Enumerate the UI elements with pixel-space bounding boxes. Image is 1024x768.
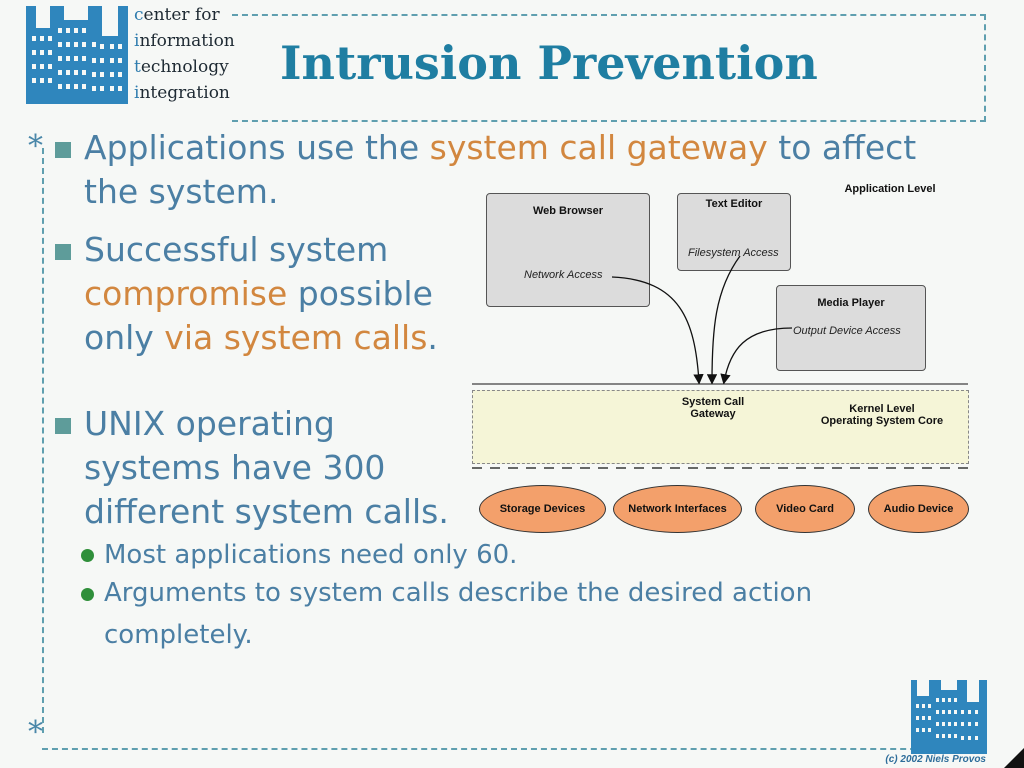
star-icon: * [28, 129, 43, 164]
network-access-arrow [611, 276, 704, 385]
kernel-line: Kernel Level [849, 403, 915, 415]
square-bullet-icon [55, 142, 71, 158]
bullet-text: only [84, 318, 165, 357]
logo-text: center for information technology integr… [134, 2, 235, 106]
bullet-text: . [427, 318, 438, 357]
star-icon: * [28, 715, 43, 750]
left-frame-line [42, 148, 44, 733]
bullet-text: possible [287, 274, 433, 313]
application-level-label: Application Level [844, 183, 936, 195]
bullet-text: UNIX operating [84, 404, 335, 443]
video-card-oval: Video Card [755, 485, 855, 533]
subbullet-2: Arguments to system calls describe the d… [104, 572, 964, 656]
logo-line: center for [134, 5, 220, 25]
bullet-highlight: via system calls [164, 318, 428, 357]
web-browser-box: Web Browser Network Access [486, 193, 650, 307]
bullet-highlight: system call gateway [429, 128, 768, 167]
bullet-text: to affect [767, 128, 917, 167]
subbullet-text: Arguments to system calls describe the d… [104, 578, 813, 608]
logo-line: technology [134, 57, 229, 77]
page-corner-icon [1004, 748, 1024, 768]
kernel-level-label: Kernel Level Operating System Core [812, 403, 952, 427]
kernel-band [472, 390, 969, 464]
logo-line: information [134, 31, 235, 51]
header-frame [232, 14, 986, 122]
filesystem-access-arrow [706, 255, 741, 385]
output-device-arrow [720, 327, 793, 385]
app-name: Text Editor [705, 198, 763, 210]
copyright: (c) 2002 Niels Provos [885, 754, 986, 765]
app-access: Network Access [524, 269, 603, 281]
network-interfaces-oval: Network Interfaces [613, 485, 742, 533]
bullet-1: Applications use the system call gateway… [84, 126, 984, 214]
city-logo-small-icon [911, 680, 987, 754]
bottom-frame-line [42, 748, 986, 750]
storage-devices-oval: Storage Devices [479, 485, 606, 533]
bullet-text: the system. [84, 172, 279, 211]
slide-title: Intrusion Prevention [280, 36, 818, 90]
bullet-highlight: compromise [84, 274, 288, 313]
app-access: Output Device Access [793, 325, 901, 337]
bullet-text: Applications use the [84, 128, 430, 167]
bullet-text: systems have 300 [84, 448, 386, 487]
square-bullet-icon [55, 244, 71, 260]
bullet-text: different system calls. [84, 492, 449, 531]
system-call-gateway-label: System Call Gateway [666, 396, 760, 420]
logo-line: integration [134, 83, 230, 103]
round-bullet-icon [81, 588, 94, 601]
bullet-text: Successful system [84, 230, 389, 269]
bullet-3: UNIX operating systems have 300 differen… [84, 402, 484, 534]
text-editor-box: Text Editor Filesystem Access [677, 193, 791, 271]
gateway-line: Gateway [690, 408, 736, 420]
subbullet-1: Most applications need only 60. [104, 540, 518, 570]
gateway-line: System Call [681, 396, 745, 408]
square-bullet-icon [55, 418, 71, 434]
media-player-box: Media Player Output Device Access [776, 285, 926, 371]
city-logo-icon [26, 6, 128, 104]
round-bullet-icon [81, 549, 94, 562]
app-name: Media Player [817, 297, 885, 309]
bullet-2: Successful system compromise possible on… [84, 228, 464, 360]
audio-device-oval: Audio Device [868, 485, 969, 533]
app-access: Filesystem Access [688, 247, 779, 259]
subbullet-text: completely. [104, 620, 253, 650]
kernel-line: Operating System Core [820, 415, 944, 427]
app-name: Web Browser [532, 205, 604, 217]
